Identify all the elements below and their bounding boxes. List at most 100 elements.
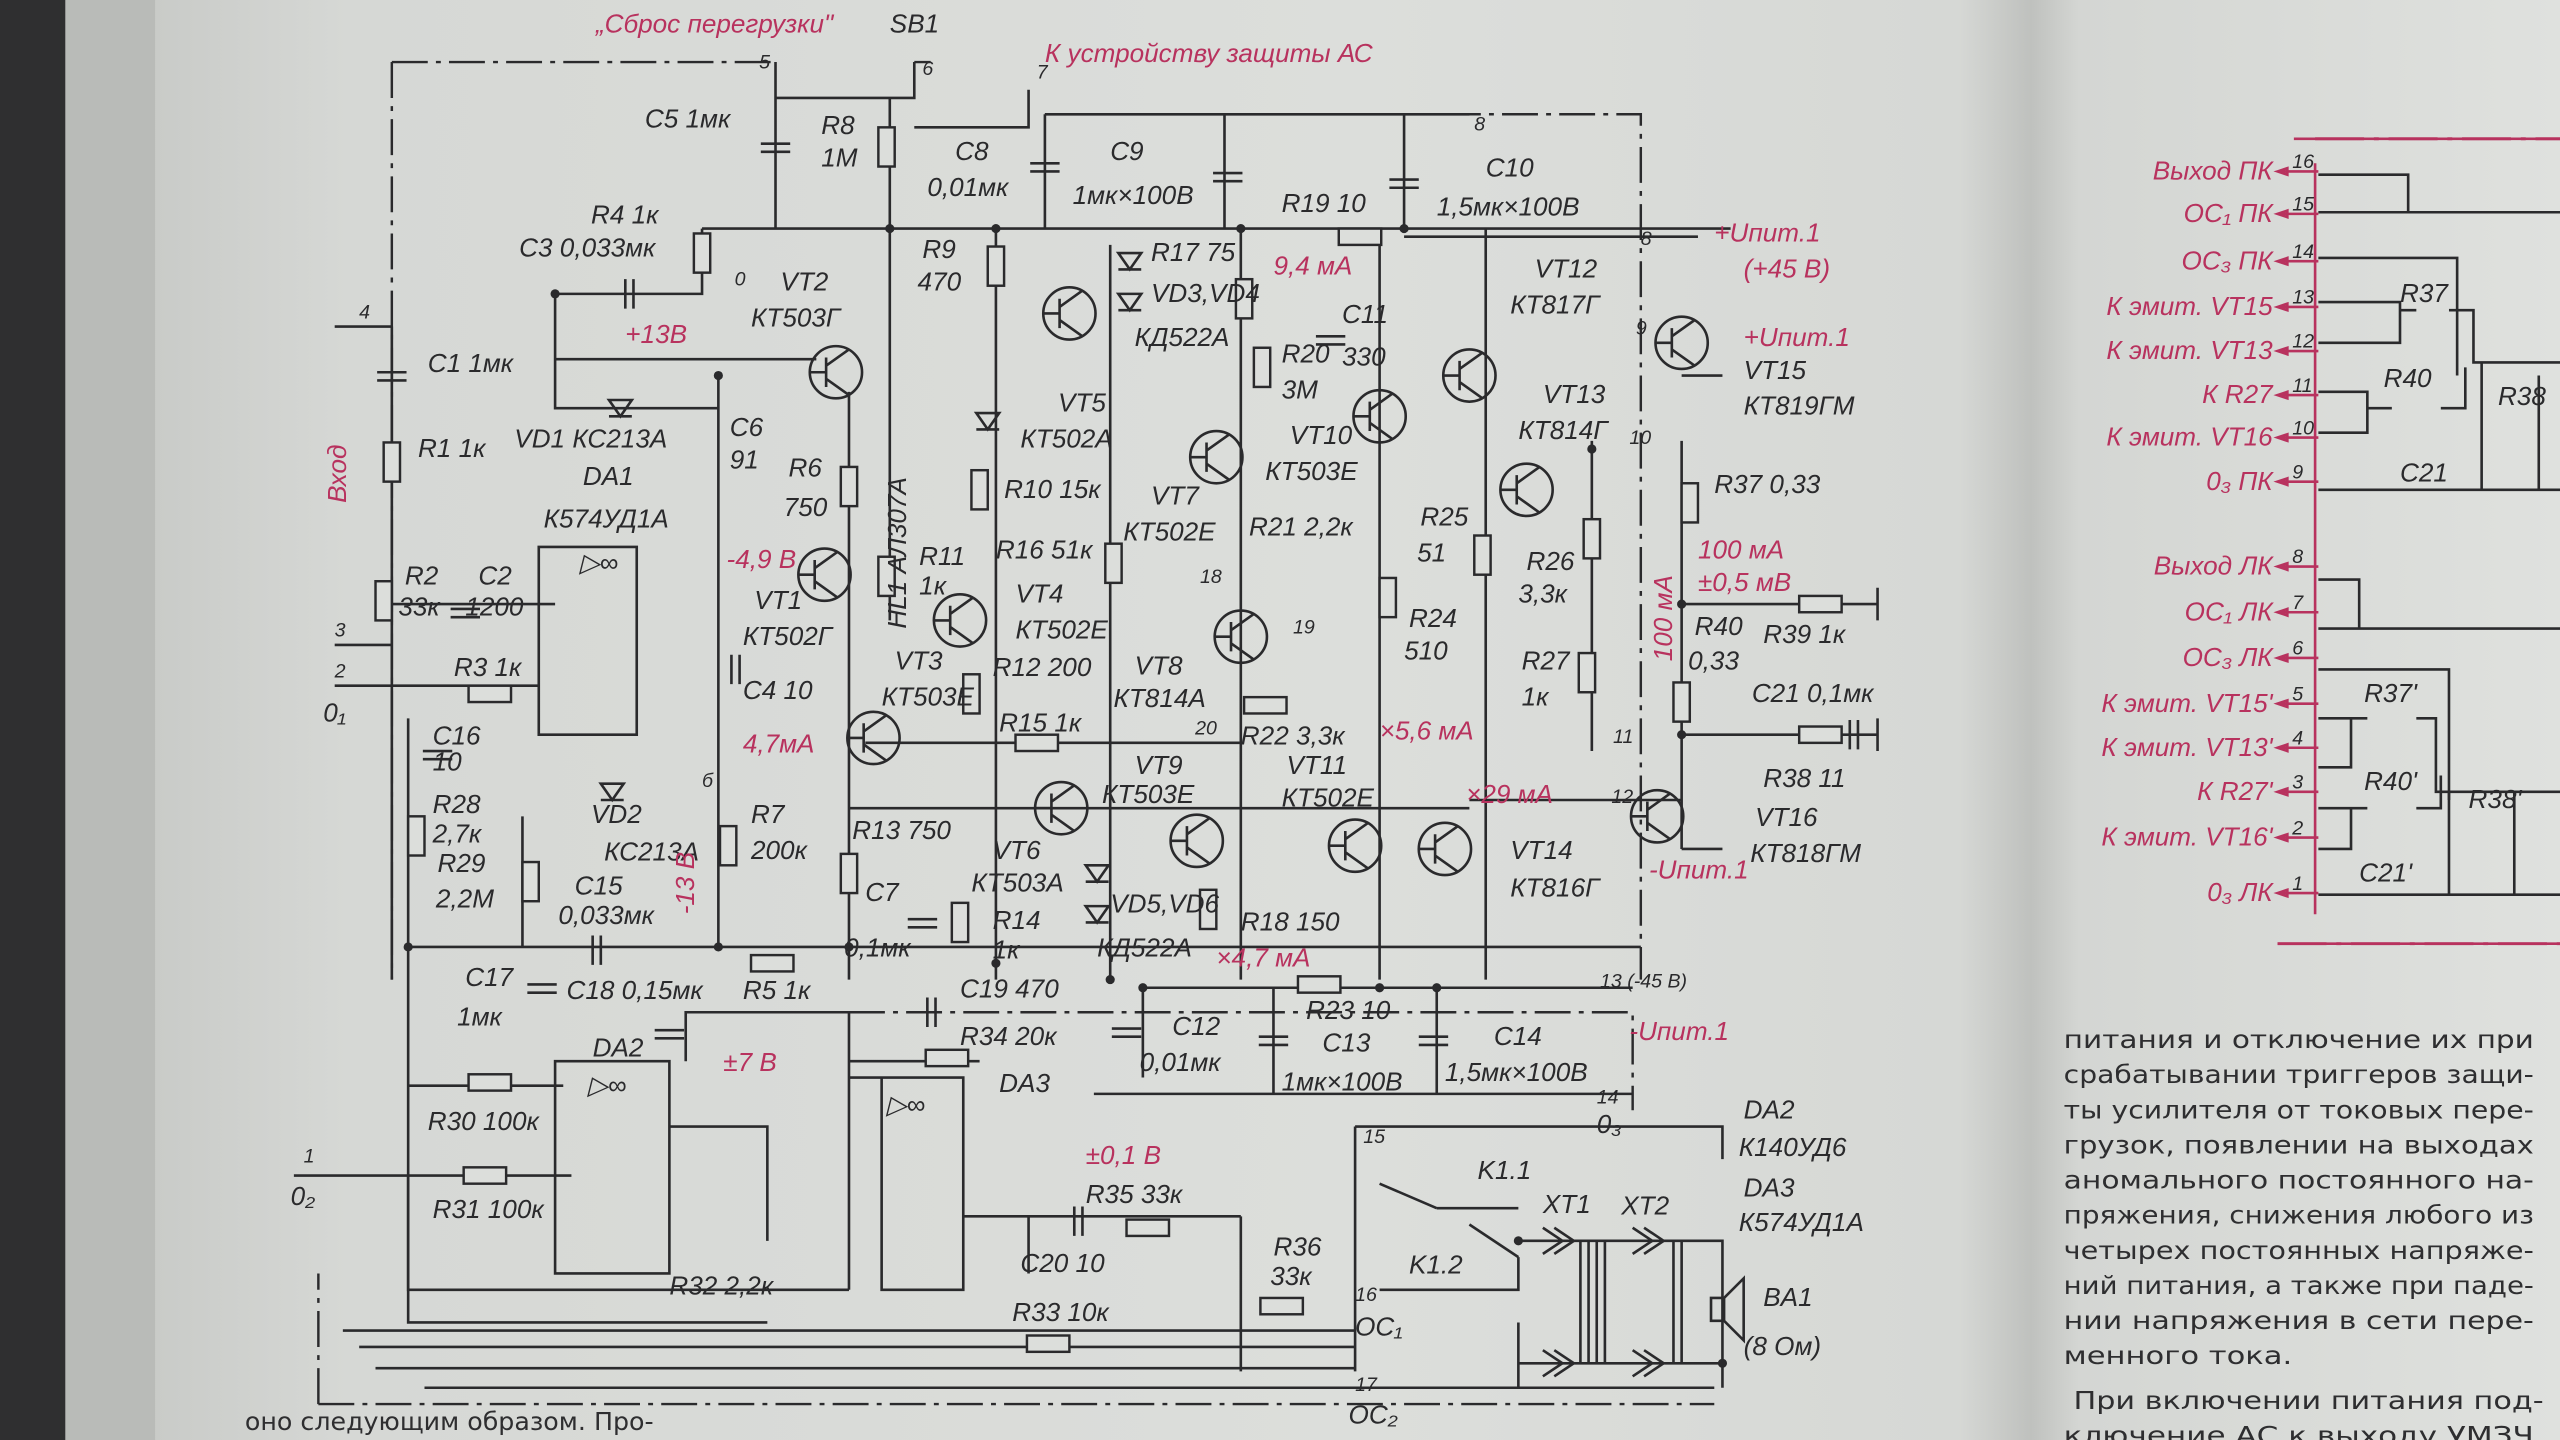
label-vt2a: VT2 [780,267,828,297]
transistor-symbol [1041,286,1097,341]
connector-part-c21p: C21' [2359,858,2413,888]
resistor-symbol [986,245,1006,287]
label-uneg1: -Uпит.1 [1649,854,1749,884]
arrow-icon [2273,301,2319,313]
label-vt12b: КТ817Г [1510,289,1601,319]
label-r40a: R40 [1695,611,1743,641]
connector-row: К эмит. VT16'2 [2101,817,2319,852]
capacitor-symbol [1389,178,1419,190]
connector-pin: 12 [2292,331,2314,353]
bottom-text-line: оно следующим образом. Про- [245,1407,654,1436]
connector-pin: 3 [2292,772,2303,794]
label-r23: R23 10 [1306,995,1391,1025]
label-vt14b: КТ816Г [1510,872,1601,902]
junction-dot [991,958,1001,968]
label-r27b: 1к [1522,681,1551,711]
label-pin11: 11 [1613,726,1633,748]
connector-label: К эмит. VT13 [2106,335,2273,365]
label-r24b: 510 [1404,636,1448,666]
resistor-symbol [1198,888,1218,931]
label-c10b: 1,5мк×100В [1437,192,1580,222]
resistor-symbol [1680,482,1700,524]
transistor-symbol [1417,821,1473,877]
connector-label: ОС₁ ПК [2184,198,2275,228]
arrow-icon [2273,832,2319,843]
label-r28b: 2,7к [432,818,483,848]
connector-label: Выход ПК [2153,156,2275,186]
junction-dot [713,370,723,381]
label-pin18: 18 [1200,566,1222,588]
label-r2a: R2 [405,560,439,590]
connector-part-r37p: R37' [2364,678,2418,708]
resistor-symbol [406,815,426,857]
transistor-symbol [808,344,864,400]
transistor-symbol [846,710,901,766]
capacitor-symbol [730,654,741,685]
label-i47b: ×4,7 мА [1216,943,1310,973]
label-vt16a: VT16 [1755,802,1818,832]
label-vt11a: VT11 [1287,750,1347,780]
capacitor-symbol [377,370,407,382]
dark-edge [0,0,66,1440]
page-edges [65,0,164,1440]
transistor-symbol [1033,780,1089,836]
capacitor-symbol [527,983,557,994]
label-vd2b: КС213А [604,836,699,866]
resistor-symbol [1259,1296,1305,1316]
label-r17: R17 75 [1151,237,1236,267]
label-c14a: C14 [1494,1021,1542,1051]
junction-dot [550,289,560,299]
label-vd56: VD5,VD6 [1110,889,1219,919]
connector-pin: 11 [2292,375,2312,397]
label-r11b: 1к [919,570,948,600]
label-p0: 0 [735,269,746,291]
label-r25b: 51 [1417,538,1446,568]
paragraph-line: ты усилителя от токовых пере- [2064,1095,2534,1124]
connector-label: 0₃ ПК [2206,466,2274,496]
label-oc1: ОС₁ [1355,1312,1402,1342]
label-vt11b: КТ502Е [1282,783,1375,813]
resistor-symbol [950,901,970,944]
connector-pin: 6 [2292,638,2303,660]
connector-row: К эмит. VT13 12 [2106,331,2319,365]
label-ba1: BA1 [1763,1282,1812,1312]
label-v7: ±7 В [723,1047,777,1077]
label-r10: R10 15к [1004,474,1102,504]
label-vt4b: КТ502Е [1016,614,1109,644]
label-vt10a: VT10 [1290,420,1353,450]
label-pin19: 19 [1293,616,1315,638]
resistor-symbol [877,126,896,168]
resistor-symbol [1125,1218,1171,1238]
label-r29b: 2,2М [435,884,494,914]
label-pin8b: 8 [1641,228,1652,250]
resistor-symbol [1242,695,1288,715]
paragraph-line: При включении питания под- [2073,1386,2543,1415]
label-r36a: R36 [1273,1232,1321,1262]
label-vt6a: VT6 [993,835,1041,865]
label-vt3b: КТ503Е [882,681,975,711]
label-pin4: 4 [359,301,370,323]
label-kd522a2: КД522А [1097,933,1192,963]
capacitor-symbol [1418,1035,1449,1047]
capacitor-symbol [1030,161,1060,173]
resistor-symbol [1797,725,1843,745]
label-da3-type-b: К574УД1А [1739,1207,1864,1237]
label-xt1: XT1 [1542,1189,1591,1219]
transistor-symbol [932,592,988,648]
label-upos1: +Uпит.1 [1714,218,1820,248]
label-vd1: VD1 КС213А [514,423,667,453]
connector-label: К R27 [2202,379,2274,409]
label-r13: R13 750 [852,815,951,845]
junction-dot [1138,983,1148,993]
label-pin14: 14 [1597,1087,1619,1109]
diode-symbol [606,398,635,419]
label-c7b: 0,1мк [844,933,912,963]
connector-part-r37: R37 [2400,278,2449,308]
label-r29a: R29 [438,848,486,878]
paragraph-line: срабатывании триггеров защи- [2064,1060,2534,1089]
arrow-icon [2273,256,2319,267]
